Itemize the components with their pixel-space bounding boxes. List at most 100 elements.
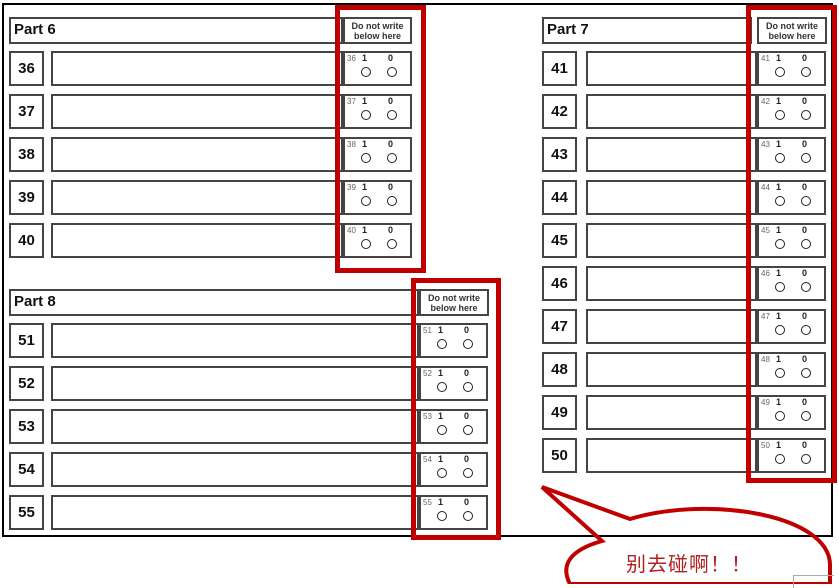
answer-field[interactable] [51, 452, 419, 487]
question-number: 41 [542, 51, 577, 86]
score-label-one: 1 [776, 354, 782, 364]
score-bubble-zero-icon[interactable] [387, 67, 397, 77]
score-bubble-one-icon[interactable] [775, 368, 785, 378]
part-7-do-not-write-label: Do not write below here [757, 17, 827, 44]
speech-bubble-text: 别去碰啊！！ [626, 552, 752, 576]
part-8-score-highlight [411, 278, 501, 540]
score-bubble-zero-icon[interactable] [801, 153, 811, 163]
score-bubble-one-icon[interactable] [361, 110, 371, 120]
score-bubble-zero-icon[interactable] [463, 425, 473, 435]
score-bubble-one-icon[interactable] [361, 67, 371, 77]
corner-artifact [793, 575, 834, 588]
score-bubble-one-icon[interactable] [775, 153, 785, 163]
score-bubble-one-icon[interactable] [437, 468, 447, 478]
answer-field[interactable] [586, 395, 757, 430]
question-number: 37 [9, 94, 44, 129]
score-bubble-zero-icon[interactable] [463, 511, 473, 521]
score-bubble-zero-icon[interactable] [387, 153, 397, 163]
answer-field[interactable] [586, 223, 757, 258]
score-question-number: 48 [761, 355, 770, 364]
answer-field[interactable] [586, 438, 757, 473]
score-bubble-one-icon[interactable] [775, 282, 785, 292]
score-label-one: 1 [438, 497, 444, 507]
answer-field[interactable] [586, 51, 757, 86]
question-number: 49 [542, 395, 577, 430]
answer-field[interactable] [586, 180, 757, 215]
question-number: 46 [542, 266, 577, 301]
score-bubble-one-icon[interactable] [437, 511, 447, 521]
part-7-score-highlight [746, 5, 837, 483]
question-number: 42 [542, 94, 577, 129]
answer-field[interactable] [586, 309, 757, 344]
score-bubble-zero-icon[interactable] [387, 110, 397, 120]
answer-field[interactable] [51, 323, 419, 358]
score-bubble-zero-icon[interactable] [801, 239, 811, 249]
score-bubble-one-icon[interactable] [361, 196, 371, 206]
score-bubble-zero-icon[interactable] [463, 468, 473, 478]
score-label-one: 1 [362, 53, 368, 63]
score-bubble-zero-icon[interactable] [801, 110, 811, 120]
score-bubble-one-icon[interactable] [775, 411, 785, 421]
answer-field[interactable] [51, 94, 343, 129]
question-number: 54 [9, 452, 44, 487]
score-label-one: 1 [776, 182, 782, 192]
score-label-zero: 0 [802, 397, 808, 407]
question-number: 48 [542, 352, 577, 387]
score-question-number: 46 [761, 269, 770, 278]
score-bubble-zero-icon[interactable] [801, 411, 811, 421]
part-8-do-not-write-label: Do not write below here [419, 289, 489, 316]
score-bubble-one-icon[interactable] [775, 67, 785, 77]
question-number: 55 [9, 495, 44, 530]
answer-field[interactable] [51, 495, 419, 530]
score-bubble-zero-icon[interactable] [801, 454, 811, 464]
score-label-zero: 0 [388, 225, 394, 235]
score-bubble-one-icon[interactable] [775, 454, 785, 464]
score-label-one: 1 [362, 182, 368, 192]
score-bubble-one-icon[interactable] [775, 196, 785, 206]
score-label-zero: 0 [388, 96, 394, 106]
question-number: 52 [9, 366, 44, 401]
score-label-zero: 0 [802, 354, 808, 364]
score-bubble-zero-icon[interactable] [463, 339, 473, 349]
score-bubble-one-icon[interactable] [775, 239, 785, 249]
score-bubble-one-icon[interactable] [775, 110, 785, 120]
score-question-number: 49 [761, 398, 770, 407]
speech-bubble-icon [540, 485, 832, 584]
score-bubble-zero-icon[interactable] [801, 67, 811, 77]
score-bubble-one-icon[interactable] [775, 325, 785, 335]
score-bubble-zero-icon[interactable] [387, 196, 397, 206]
score-bubble-one-icon[interactable] [437, 425, 447, 435]
answer-field[interactable] [586, 94, 757, 129]
score-bubble-zero-icon[interactable] [387, 239, 397, 249]
score-bubble-one-icon[interactable] [361, 239, 371, 249]
score-question-number: 45 [761, 226, 770, 235]
answer-field[interactable] [51, 51, 343, 86]
score-bubble-one-icon[interactable] [437, 339, 447, 349]
answer-field[interactable] [51, 180, 343, 215]
part-6-score-highlight [335, 5, 426, 273]
answer-field[interactable] [586, 137, 757, 172]
score-bubble-zero-icon[interactable] [801, 325, 811, 335]
part-6-header: Part 6 [9, 17, 343, 44]
answer-field[interactable] [51, 366, 419, 401]
answer-field[interactable] [51, 223, 343, 258]
answer-field[interactable] [586, 266, 757, 301]
score-bubble-one-icon[interactable] [437, 382, 447, 392]
score-bubble-zero-icon[interactable] [801, 368, 811, 378]
answer-field[interactable] [51, 409, 419, 444]
score-bubble-zero-icon[interactable] [801, 282, 811, 292]
answer-field[interactable] [51, 137, 343, 172]
score-bubble-zero-icon[interactable] [801, 196, 811, 206]
score-label-zero: 0 [802, 139, 808, 149]
score-bubble-one-icon[interactable] [361, 153, 371, 163]
answer-field[interactable] [586, 352, 757, 387]
question-number: 40 [9, 223, 44, 258]
score-bubble-zero-icon[interactable] [463, 382, 473, 392]
score-question-number: 42 [761, 97, 770, 106]
question-number: 44 [542, 180, 577, 215]
